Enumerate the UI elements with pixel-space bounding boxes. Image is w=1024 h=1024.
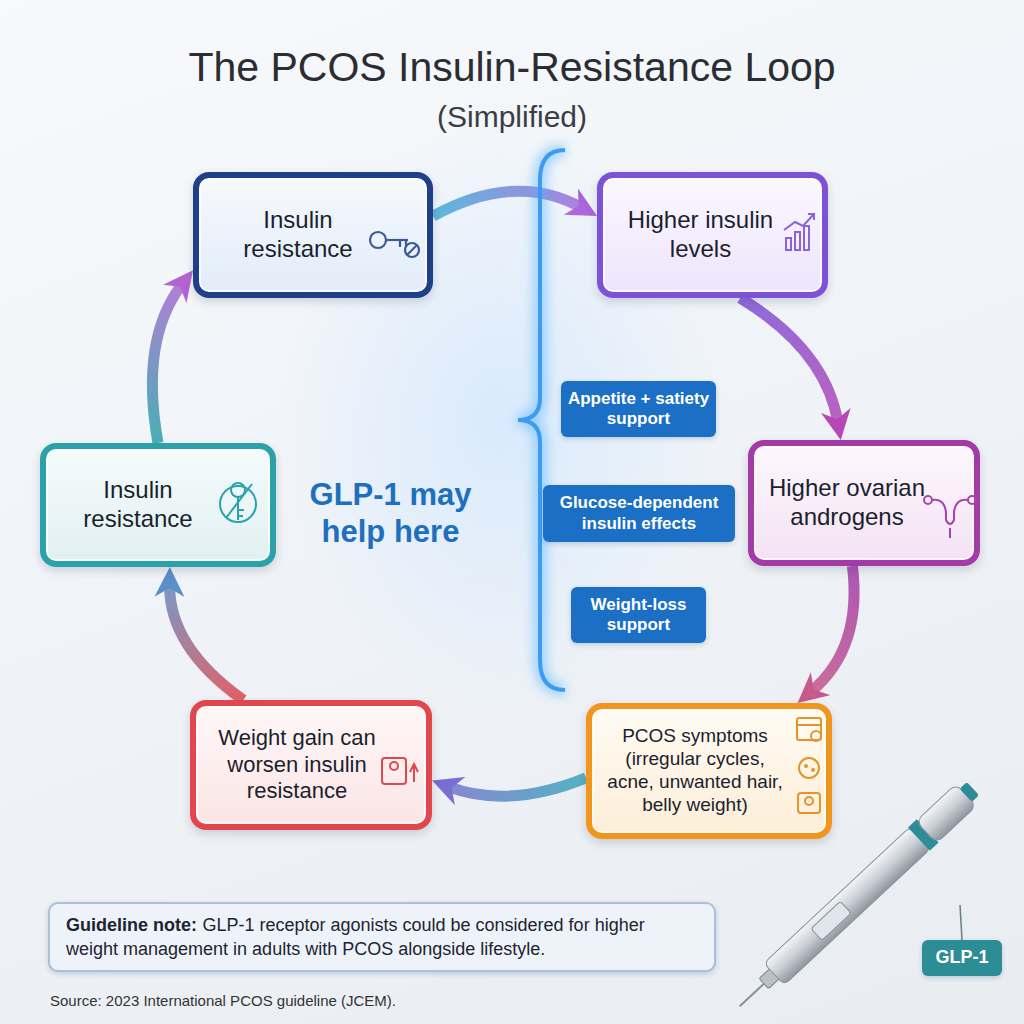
mechanism-pill: Weight-loss support bbox=[571, 587, 706, 643]
loop-box: Insulin resistance bbox=[193, 172, 433, 298]
box-text: PCOS symptoms (irregular cycles, acne, u… bbox=[604, 725, 786, 816]
bracket-glow bbox=[518, 150, 565, 690]
guideline-note-box: Guideline note:GLP-1 receptor agonists c… bbox=[48, 902, 716, 972]
subtitle: (Simplified) bbox=[0, 100, 1024, 134]
loop-box: Weight gain can worsen insulin resistanc… bbox=[190, 700, 432, 830]
loop-box: Insulin resistance bbox=[40, 443, 276, 567]
pen-label: GLP-1 bbox=[922, 940, 1002, 976]
text-holder: Higher insulin levels bbox=[613, 206, 788, 264]
box-text: Weight-loss support bbox=[577, 595, 700, 636]
source-caption: Source: 2023 International PCOS guidelin… bbox=[50, 992, 750, 1009]
text-holder: Glucose-dependent insulin effects bbox=[549, 493, 729, 534]
loop-arrow bbox=[449, 778, 586, 796]
box-text: Higher insulin levels bbox=[613, 206, 788, 264]
curly-bracket bbox=[518, 150, 565, 690]
box-text: Appetite + satiety support bbox=[567, 389, 710, 430]
note-heading: Guideline note: bbox=[66, 915, 197, 935]
mechanism-pill: Appetite + satiety support bbox=[561, 381, 716, 437]
box-text: Insulin resistance bbox=[209, 206, 387, 264]
diagram-title: The PCOS Insulin-Resistance Loop bbox=[0, 44, 1024, 91]
text-holder: PCOS symptoms (irregular cycles, acne, u… bbox=[604, 725, 786, 816]
text-holder: Appetite + satiety support bbox=[567, 389, 710, 430]
box-text: Insulin resistance bbox=[56, 476, 220, 534]
box-text: GLP-1 bbox=[935, 947, 988, 969]
loop-arrow bbox=[152, 284, 182, 443]
mechanism-pill: Glucose-dependent insulin effects bbox=[543, 485, 735, 542]
box-text: Weight gain can worsen insulin resistanc… bbox=[208, 725, 386, 804]
loop-box: Higher insulin levels bbox=[597, 172, 828, 298]
loop-arrow bbox=[811, 566, 854, 691]
box-text: Higher ovarian androgens bbox=[764, 474, 930, 532]
text-holder: Insulin resistance bbox=[56, 476, 220, 534]
text-holder: Insulin resistance bbox=[209, 206, 387, 264]
text-holder: Weight-loss support bbox=[577, 595, 700, 636]
loop-box: PCOS symptoms (irregular cycles, acne, u… bbox=[586, 703, 832, 839]
leader-line bbox=[960, 905, 962, 940]
loop-arrow bbox=[740, 298, 838, 422]
center-callout: GLP-1 may help here bbox=[288, 476, 493, 550]
loop-box: Higher ovarian androgens bbox=[748, 440, 980, 566]
loop-arrow bbox=[170, 585, 244, 700]
text-holder: Weight gain can worsen insulin resistanc… bbox=[208, 725, 386, 804]
box-text: Glucose-dependent insulin effects bbox=[549, 493, 729, 534]
text-holder: Higher ovarian androgens bbox=[764, 474, 930, 532]
text-holder: GLP-1 bbox=[935, 947, 988, 969]
text-holder: Guideline note:GLP-1 receptor agonists c… bbox=[66, 913, 698, 962]
